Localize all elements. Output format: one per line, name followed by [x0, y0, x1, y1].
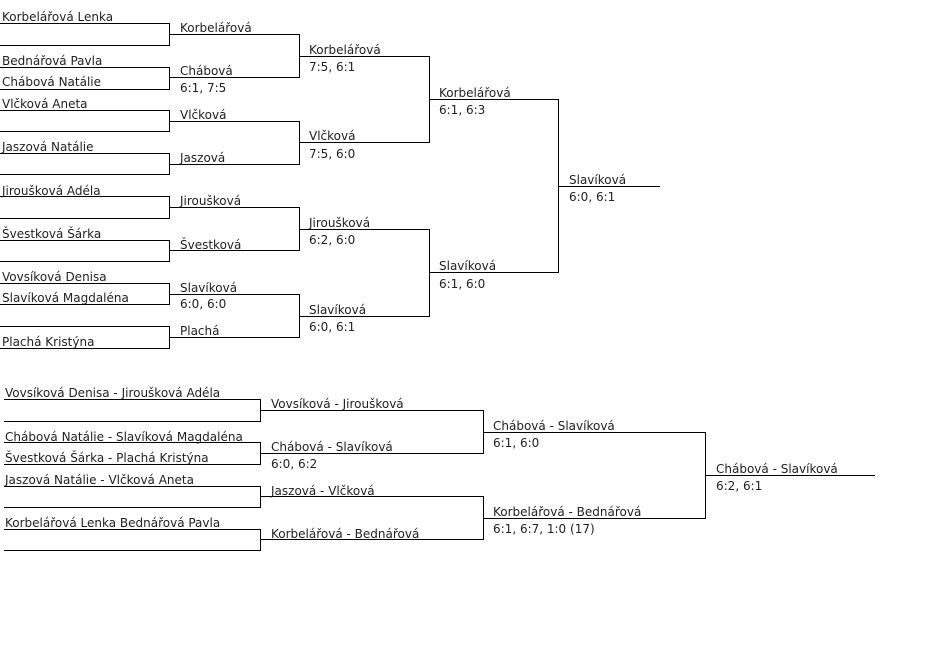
singles-r1-connector [0, 196, 170, 219]
singles-r2-winner: Švestková [180, 237, 241, 252]
singles-r1-player: Plachá Kristýna [2, 335, 94, 349]
singles-r1-player: Švestková Šárka [2, 226, 101, 241]
singles-r2-winner: Jiroušková [179, 194, 241, 208]
singles-qf-score: 7:5, 6:0 [309, 147, 355, 161]
singles-r1-connector [0, 67, 170, 90]
singles-r2-winner: Jaszová [179, 151, 225, 165]
singles-qf-lines [299, 56, 430, 317]
singles-r1-connector [0, 240, 170, 262]
singles-r1-connector [0, 23, 170, 46]
singles-r2-winner: Korbelářová [180, 21, 252, 35]
singles-r1-connector [0, 153, 170, 175]
doubles-r1-connector [4, 529, 261, 551]
singles-r1-connector [0, 110, 170, 132]
doubles-r1-connector [4, 486, 261, 508]
singles-r1-player: Jaszová Natálie [1, 140, 94, 154]
singles-final-score: 6:0, 6:1 [569, 190, 615, 204]
doubles-bracket: Vovsíková Denisa - Jiroušková Adéla Cháb… [4, 386, 875, 551]
singles-qf-score: 6:0, 6:1 [309, 320, 355, 334]
singles-r1-player: Chábová Natálie [2, 75, 101, 89]
singles-r1-player: Slavíková Magdaléna [2, 291, 129, 305]
singles-r1-player: Jiroušková Adéla [1, 184, 101, 198]
singles-r2-score: 6:0, 6:0 [180, 297, 226, 311]
doubles-r2-winner: Vovsíková - Jiroušková [271, 397, 404, 411]
singles-bracket: Korbelářová Lenka Bednářová Pavla Chábov… [0, 10, 660, 349]
singles-qf-score: 6:2, 6:0 [309, 233, 355, 247]
doubles-champion: Chábová - Slavíková [716, 462, 838, 476]
doubles-r1-pair: Švestková Šárka - Plachá Kristýna [5, 450, 209, 465]
doubles-r2-score: 6:0, 6:2 [271, 457, 317, 471]
doubles-r1-pair: Chábová Natálie - Slavíková Magdaléna [5, 430, 243, 444]
singles-sf-winner: Slavíková [439, 259, 496, 273]
doubles-sf-winner: Korbelářová - Bednářová [493, 505, 641, 519]
singles-sf-connector [429, 99, 559, 273]
singles-qf-score: 7:5, 6:1 [309, 60, 355, 74]
singles-r1-player: Vovsíková Denisa [2, 270, 107, 284]
doubles-r1-pair: Vovsíková Denisa - Jiroušková Adéla [5, 386, 220, 400]
doubles-r2-winner: Chábová - Slavíková [271, 440, 393, 454]
singles-sf-winner: Korbelářová [439, 86, 511, 100]
doubles-sf-score: 6:1, 6:0 [493, 436, 539, 450]
singles-r1-player: Bednářová Pavla [2, 54, 102, 68]
singles-sf-score: 6:1, 6:0 [439, 277, 485, 291]
doubles-sf-winner: Chábová - Slavíková [493, 419, 615, 433]
doubles-final-score: 6:2, 6:1 [716, 479, 762, 493]
singles-sf-score: 6:1, 6:3 [439, 103, 485, 117]
singles-r2-winner: Plachá [180, 324, 219, 338]
singles-r2-winner: Chábová [180, 64, 233, 78]
doubles-r1-pair: Korbelářová Lenka Bednářová Pavla [5, 516, 220, 530]
singles-sf-lines [429, 99, 559, 273]
singles-r2-winner: Vlčková [180, 108, 226, 122]
singles-qf-winner: Vlčková [309, 129, 355, 143]
singles-qf-winner: Jiroušková [308, 216, 370, 230]
doubles-r2-winner: Korbelářová - Bednářová [271, 527, 419, 541]
doubles-r1-connector [4, 399, 261, 422]
singles-r2-score: 6:1, 7:5 [180, 81, 226, 95]
singles-champion: Slavíková [569, 173, 626, 187]
doubles-round2-lines [260, 410, 484, 540]
singles-r1-player: Korbelářová Lenka [2, 10, 113, 24]
doubles-r1-pair: Jaszová Natálie - Vlčková Aneta [4, 473, 194, 487]
doubles-sf-score: 6:1, 6:7, 1:0 (17) [493, 522, 595, 536]
doubles-r2-winner: Jaszová - Vlčková [270, 484, 375, 498]
singles-r1-player: Vlčková Aneta [2, 97, 88, 111]
singles-qf-winner: Slavíková [309, 303, 366, 317]
singles-r2-winner: Slavíková [180, 281, 237, 295]
singles-qf-winner: Korbelářová [309, 43, 381, 57]
